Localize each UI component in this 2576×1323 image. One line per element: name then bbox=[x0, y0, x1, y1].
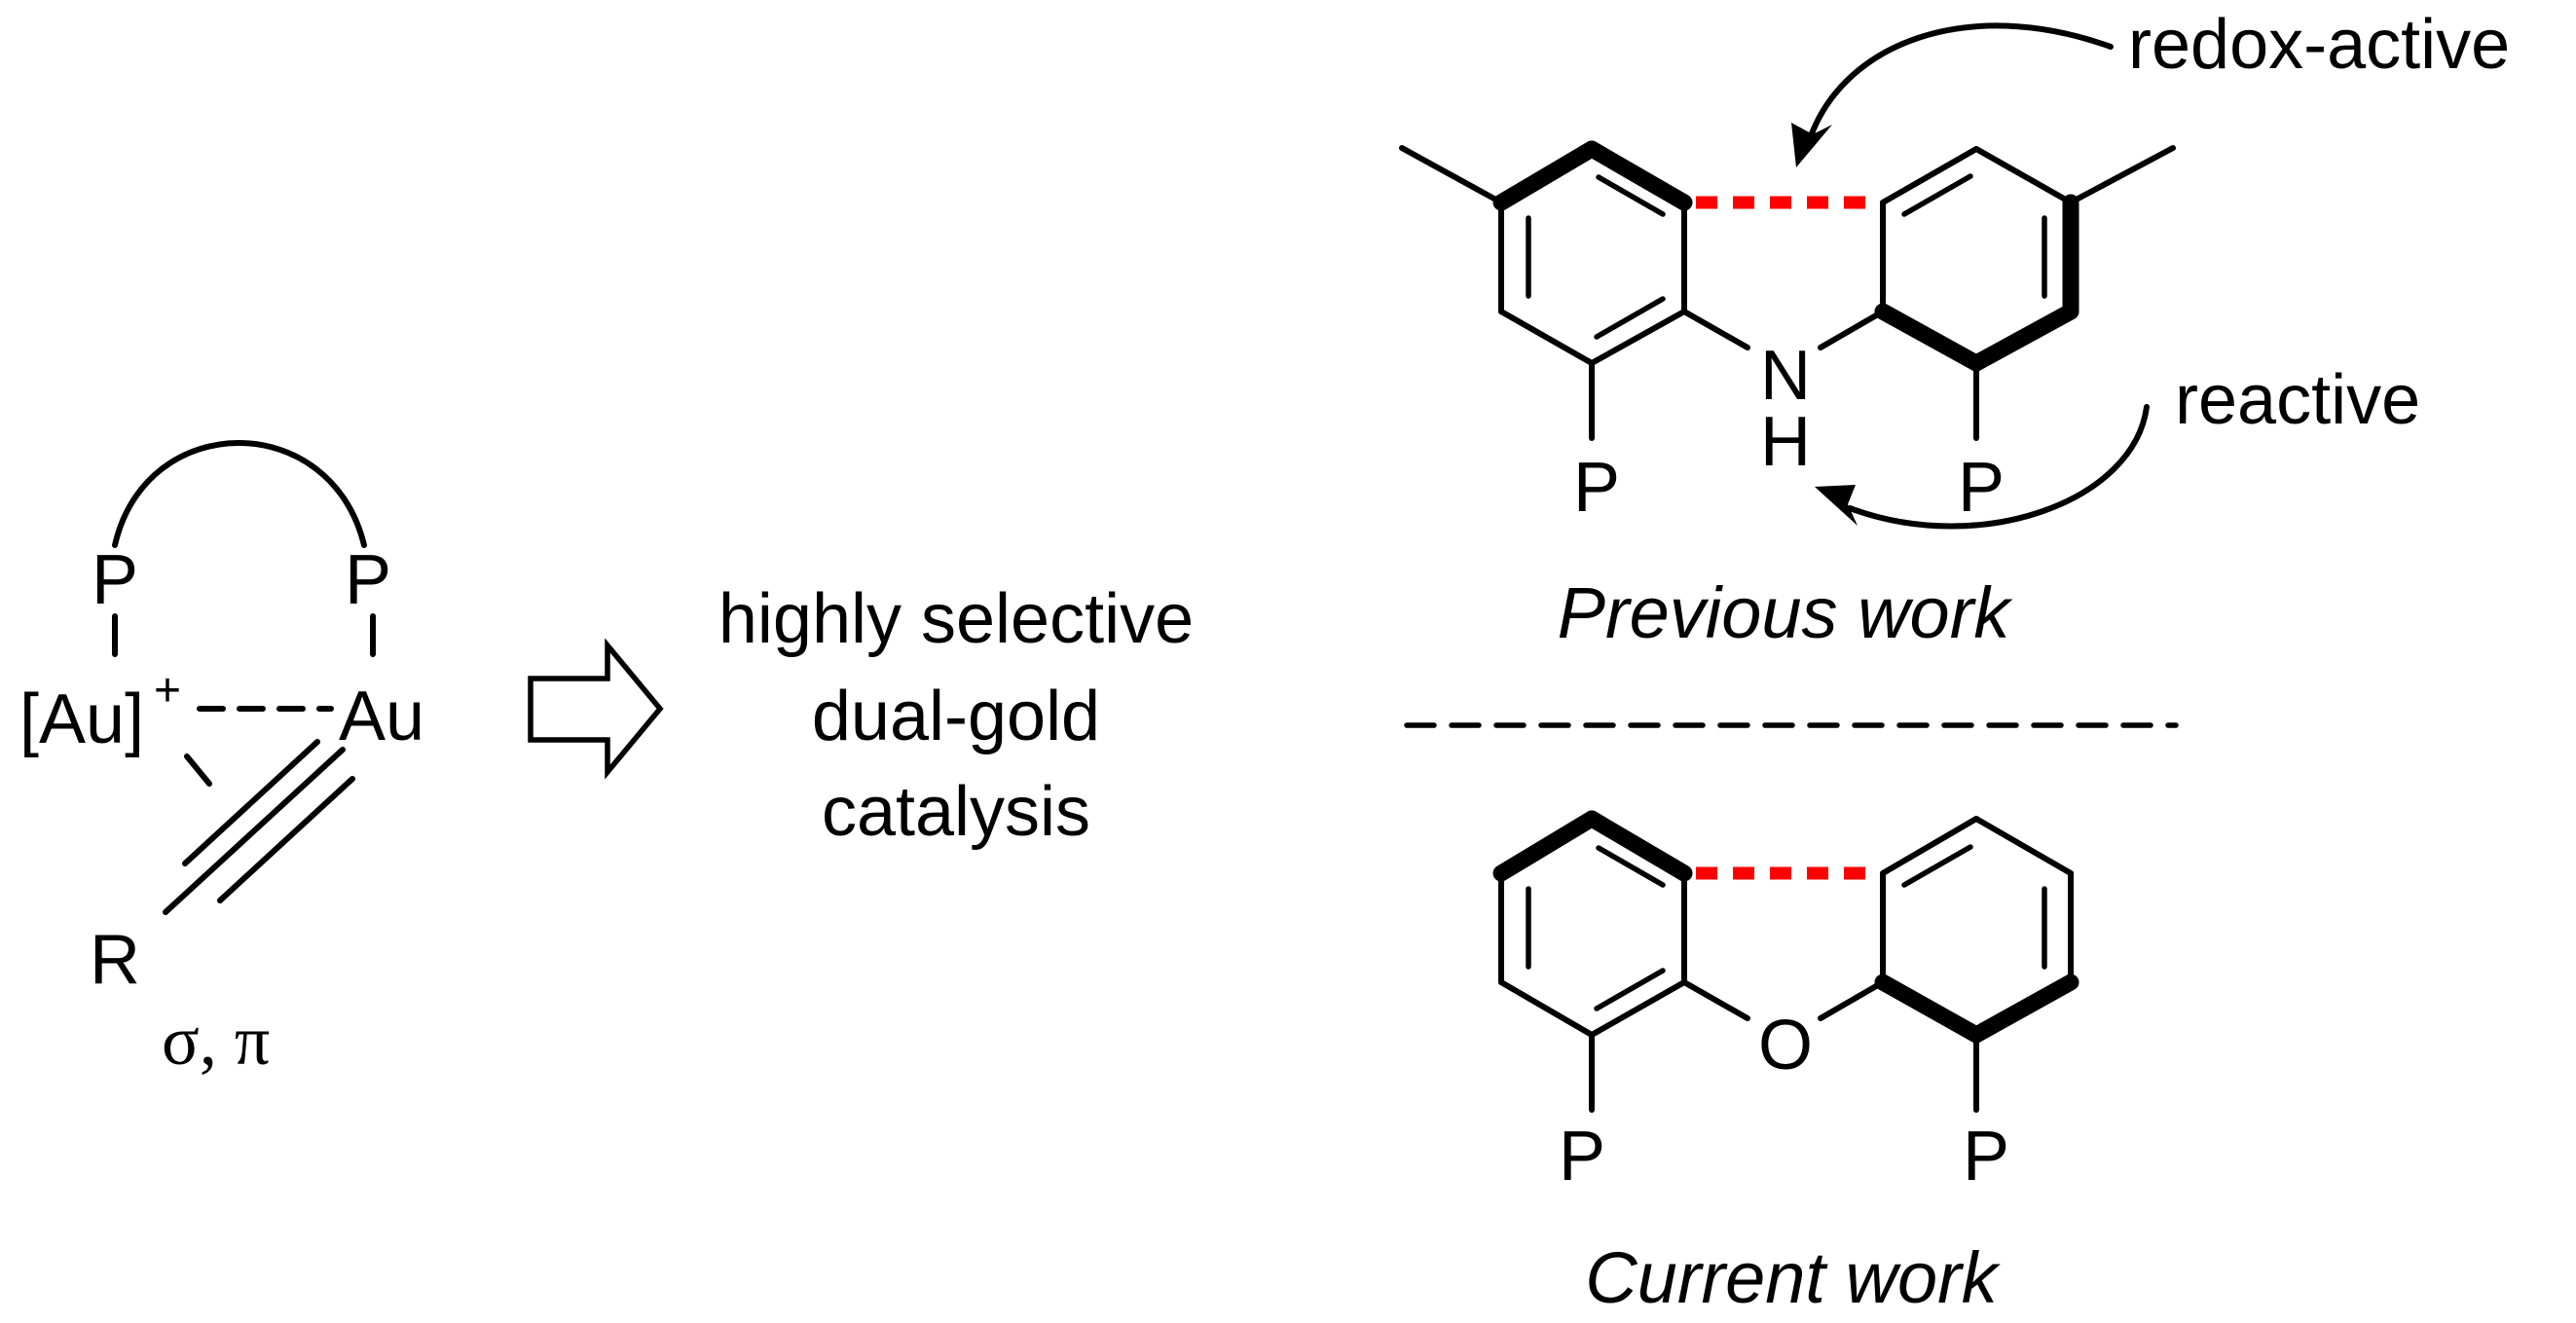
au-neutral-label: Au bbox=[339, 678, 424, 755]
r-group-label: R bbox=[90, 921, 140, 999]
diphosphine-backbone-arc bbox=[112, 440, 367, 548]
previous-n-label: N bbox=[1760, 337, 1811, 415]
redox-arrowhead-icon bbox=[1791, 123, 1832, 167]
sigma-pi-label: σ, π bbox=[162, 1002, 270, 1080]
current-o-bond-right bbox=[1818, 979, 1886, 1021]
previous-p-right: P bbox=[1958, 449, 2005, 527]
redox-active-annotation: redox-active bbox=[1791, 6, 2510, 167]
current-left-aryl-ring bbox=[1492, 810, 1693, 1038]
complex-p-left: P bbox=[92, 541, 138, 619]
redox-curved-arrow bbox=[1808, 22, 2114, 139]
previous-left-aryl-ring bbox=[1492, 140, 1693, 366]
reactive-arrowhead-icon bbox=[1815, 485, 1858, 526]
current-p-left: P bbox=[1559, 1118, 1605, 1195]
previous-right-aryl-ring bbox=[1874, 146, 2079, 372]
previous-p-left: P bbox=[1573, 449, 1620, 527]
current-o-label: O bbox=[1758, 1007, 1813, 1084]
previous-work-caption: Previous work bbox=[1558, 572, 2014, 653]
reactive-curved-arrow bbox=[1847, 404, 2150, 530]
catalysis-description: highly selective dual-gold catalysis bbox=[718, 580, 1194, 851]
current-right-aryl-ring bbox=[1874, 816, 2079, 1044]
redox-active-label: redox-active bbox=[2128, 6, 2510, 84]
reaction-arrow-icon bbox=[528, 638, 664, 780]
reactive-annotation: reactive bbox=[1815, 361, 2420, 530]
dual-gold-complex: P P [Au] + Au R σ, π bbox=[19, 440, 424, 1080]
previous-work-ligand: N H P P bbox=[1399, 140, 2176, 527]
au-cation-charge: + bbox=[154, 665, 181, 717]
previous-n-bond-left bbox=[1681, 309, 1750, 350]
previous-methyl-right bbox=[2068, 145, 2176, 205]
previous-methyl-left bbox=[1399, 145, 1504, 205]
current-p-right: P bbox=[1963, 1118, 2009, 1195]
current-o-bond-left bbox=[1681, 979, 1750, 1021]
pi-coordination-bond bbox=[184, 753, 212, 787]
previous-n-bond-right bbox=[1818, 309, 1886, 350]
current-work-ligand: O P P bbox=[1492, 810, 2079, 1195]
previous-h-label: H bbox=[1760, 403, 1811, 481]
reactive-label: reactive bbox=[2175, 361, 2420, 439]
description-line-2: dual-gold bbox=[812, 678, 1100, 755]
au-cation-label: [Au] bbox=[19, 680, 144, 758]
current-work-caption: Current work bbox=[1585, 1237, 2002, 1318]
description-line-1: highly selective bbox=[718, 580, 1194, 658]
description-line-3: catalysis bbox=[822, 773, 1090, 851]
alkyne-triple-bond bbox=[163, 739, 355, 915]
complex-p-right: P bbox=[345, 541, 391, 619]
